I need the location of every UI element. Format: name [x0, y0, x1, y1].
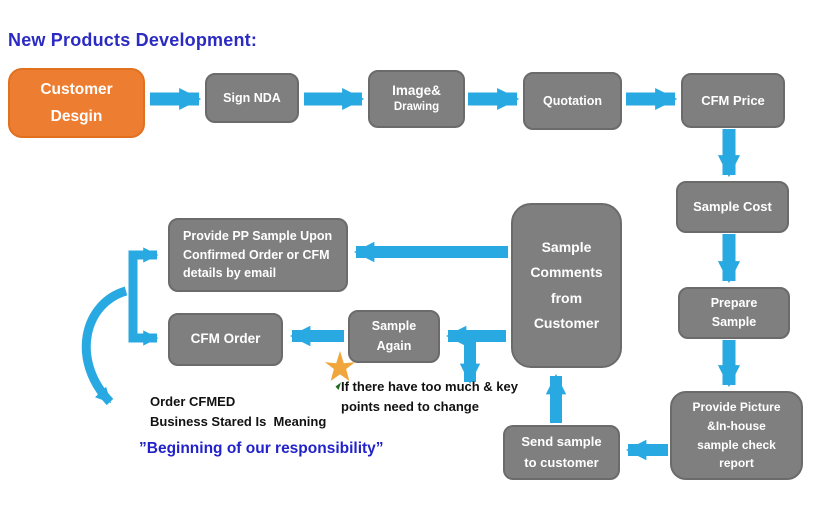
node-send-sample: Send sample to customer [503, 425, 620, 480]
node-provide-picture-report: Provide Picture &In-house sample check r… [670, 391, 803, 480]
node-cfm-order: CFM Order [168, 313, 283, 366]
arrow-bracket-to-providepp [128, 247, 159, 297]
node-sample-comments: Sample Comments from Customer [511, 203, 622, 368]
node-sign-nda: Sign NDA [205, 73, 299, 123]
arrow-curve-to-order-note [81, 286, 128, 406]
node-provide-pp-sample: Provide PP Sample Upon Confirmed Order o… [168, 218, 348, 292]
node-sample-again: Sample Again [348, 310, 440, 363]
node-customer-design: Customer Desgin [8, 68, 145, 138]
node-quotation: Quotation [523, 72, 622, 130]
node-sample-cost: Sample Cost [676, 181, 789, 233]
responsibility-note: ”Beginning of our responsibility” [139, 440, 384, 457]
node-image-drawing-line2: Drawing [393, 101, 440, 114]
arrow-bracket-to-cfmorder [128, 297, 159, 346]
order-meaning-note: Order CFMED Business Stared Is Meaning [150, 394, 327, 430]
page-title: New Products Development: [8, 30, 258, 50]
condition-note: If there have too much & key points need… [341, 379, 518, 415]
star-icon [322, 350, 360, 397]
node-image-drawing: Image& Drawing [368, 70, 465, 128]
node-image-drawing-line1: Image& [392, 83, 441, 99]
node-cfm-price: CFM Price [681, 73, 785, 128]
node-prepare-sample: Prepare Sample [678, 287, 790, 339]
